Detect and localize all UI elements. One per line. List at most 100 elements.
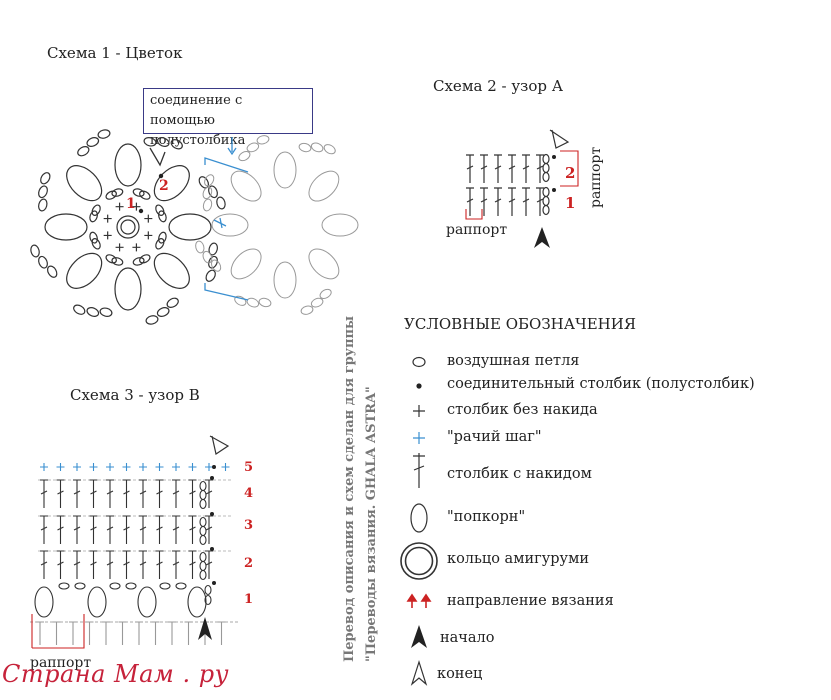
crab-stitch-blue-cross-icon — [205, 463, 213, 471]
chain-oval-icon — [156, 307, 170, 317]
double-crochet-icon — [40, 479, 48, 508]
double-crochet-icon — [536, 187, 544, 216]
slip-stitch-dot-icon — [416, 383, 422, 389]
chain-oval-icon — [86, 307, 100, 317]
chain-oval-icon — [91, 238, 101, 250]
start-arrow-icon — [411, 625, 427, 648]
chain-oval-icon — [99, 307, 113, 317]
crab-stitch-blue-cross-icon — [122, 463, 131, 471]
double-crochet-icon — [522, 154, 530, 183]
scheme3-title: Схема 3 - узор В — [70, 386, 200, 404]
pattern-a-repeat-label: раппорт — [446, 222, 508, 238]
callout-line2: полустолбика — [150, 133, 246, 148]
chain-oval-icon — [86, 137, 100, 147]
crab-stitch-blue-cross-icon — [73, 463, 81, 471]
popcorn-icon — [66, 252, 103, 289]
chain-oval-icon — [38, 185, 48, 199]
credit-line1: Перевод описания и схем сделан для групп… — [342, 315, 357, 662]
flower-diagram — [30, 129, 226, 325]
joined-flower-diagram — [195, 135, 359, 315]
chain-oval-icon — [156, 137, 170, 147]
double-crochet-icon — [480, 187, 488, 216]
pattern-a-diagram — [466, 153, 556, 216]
chain-oval-icon — [199, 569, 207, 581]
double-crochet-icon — [494, 154, 502, 183]
single-crochet-cross-icon — [144, 231, 153, 240]
double-crochet-icon — [139, 515, 147, 544]
chain-oval-icon — [105, 190, 117, 200]
pattern-b-row-5: 5 — [244, 460, 254, 475]
double-crochet-icon — [522, 187, 530, 216]
pattern-a-end-arrow-icon — [549, 129, 570, 149]
chain-oval-icon — [145, 315, 159, 325]
chain-oval-icon — [246, 297, 260, 308]
chain-oval-icon — [208, 185, 218, 199]
pattern-a-start-arrow-icon — [534, 227, 550, 248]
double-crochet-icon — [56, 550, 65, 579]
single-crochet-cross-icon — [132, 202, 141, 211]
double-crochet-icon — [188, 479, 197, 508]
pattern-a-repeat-brackets — [465, 150, 579, 220]
chain-oval-icon — [542, 195, 550, 207]
chain-oval-icon — [246, 142, 260, 153]
double-crochet-icon — [536, 154, 544, 183]
pattern-b-row-2: 2 — [244, 556, 254, 571]
chain-oval-icon — [542, 204, 550, 216]
chain-oval-icon — [234, 295, 247, 306]
chain-oval-icon — [166, 297, 179, 309]
direction-arrows-icon — [406, 593, 432, 608]
double-crochet-icon — [89, 479, 98, 508]
chain-oval-icon — [199, 498, 207, 510]
chain-oval-icon — [199, 525, 207, 537]
crab-stitch-blue-cross-icon — [155, 463, 164, 471]
double-crochet-icon — [106, 515, 114, 544]
chain-oval-icon — [111, 257, 124, 266]
pattern-b-repeat-bracket — [31, 614, 85, 649]
chain-oval-icon — [105, 254, 117, 264]
pattern-b-row-4: 4 — [244, 486, 254, 501]
pattern-b-start-arrow-icon — [198, 617, 212, 640]
chain-oval-icon — [89, 231, 98, 244]
chain-oval-icon — [542, 162, 550, 174]
popcorn-icon — [153, 252, 190, 289]
magic-ring-icon — [116, 215, 140, 239]
chain-oval-icon — [310, 297, 324, 308]
double-crochet-icon — [122, 479, 131, 508]
slip-stitch-dot-icon — [158, 173, 164, 179]
chain-oval-icon — [204, 174, 215, 187]
crab-stitch-blue-cross-icon — [188, 463, 197, 471]
chain-oval-icon — [202, 186, 213, 200]
legend-item-popcorn-label: "попкорн" — [447, 509, 526, 525]
chain-oval-icon — [175, 582, 187, 590]
join-brackets — [204, 137, 249, 301]
double-crochet-icon — [205, 550, 213, 579]
single-crochet-cross-icon — [115, 243, 124, 252]
popcorn-icon — [137, 586, 157, 618]
chain-oval-icon — [199, 480, 207, 492]
chain-oval-icon — [256, 135, 270, 145]
double-crochet-icon — [188, 515, 197, 544]
double-crochet-icon — [480, 154, 488, 183]
double-crochet-icon — [172, 515, 180, 544]
chain-oval-icon — [91, 204, 101, 216]
double-crochet-icon — [466, 154, 474, 183]
flower-row-mark-2: 2 — [159, 178, 169, 194]
chain-oval-icon — [97, 129, 111, 139]
crab-stitch-blue-cross-icon — [221, 463, 230, 471]
crab-stitch-blue-cross-icon — [413, 432, 425, 444]
chain-oval-icon — [202, 198, 213, 212]
popcorn-icon — [44, 213, 88, 241]
popcorn-icon — [321, 213, 359, 237]
pattern-a-row-2: 2 — [565, 164, 576, 182]
double-crochet-icon — [73, 515, 81, 544]
double-crochet-icon — [413, 453, 425, 488]
chain-oval-icon — [111, 188, 124, 197]
pattern-b-end-arrow-icon — [209, 435, 230, 455]
chain-oval-icon — [210, 259, 222, 272]
double-crochet-icon — [89, 550, 98, 579]
popcorn-icon — [114, 143, 142, 187]
join-callout-box: соединение с помощью полустолбика — [143, 88, 313, 148]
slip-stitch-dot-icon — [552, 188, 556, 192]
legend-item-magic-ring-label: кольцо амигуруми — [447, 551, 590, 567]
